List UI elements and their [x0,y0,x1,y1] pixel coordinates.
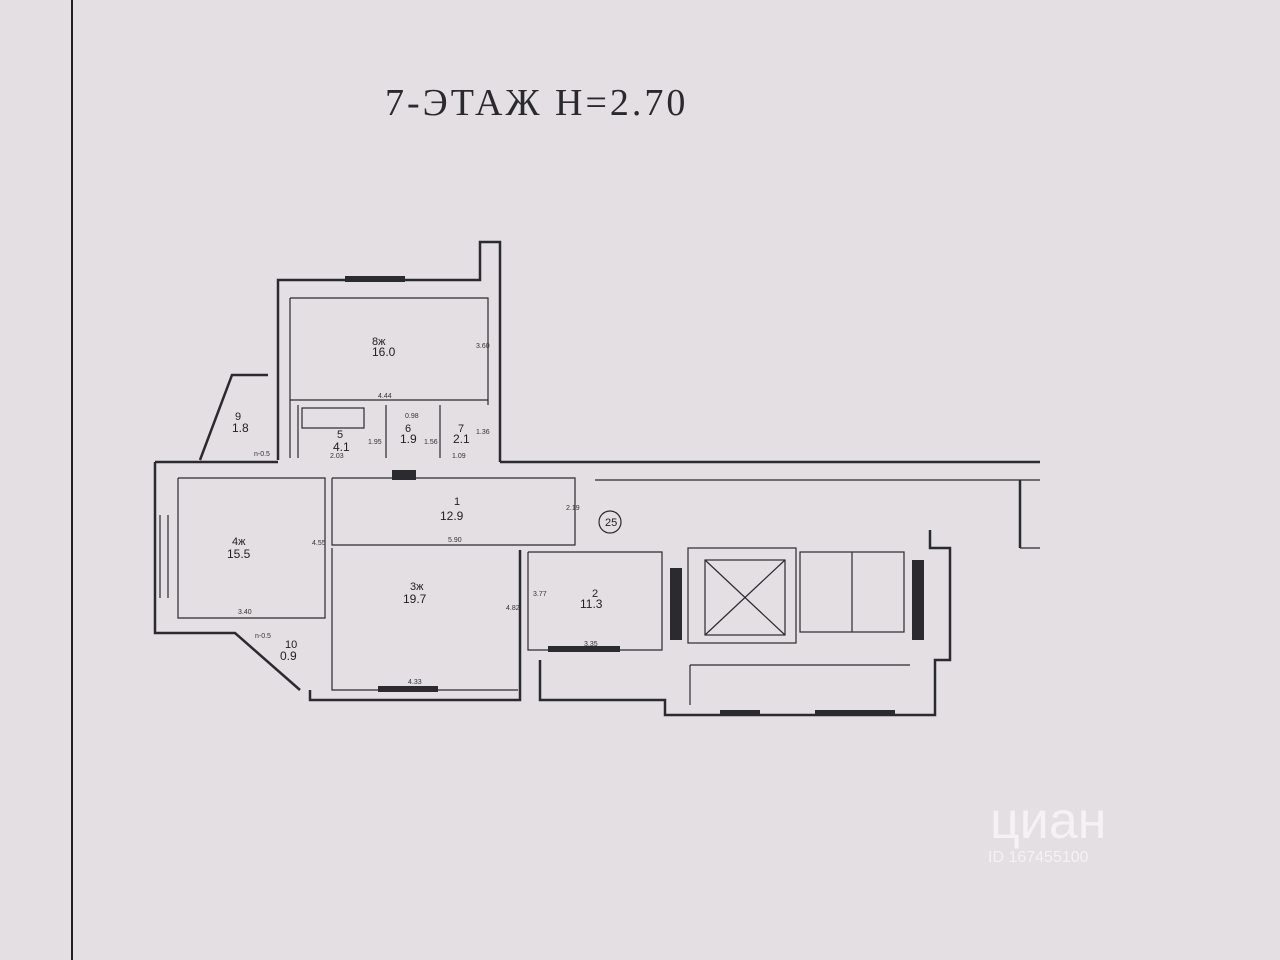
dim-label: 2.19 [566,505,580,512]
dim-label: 1.56 [424,439,438,446]
marker-circle [598,510,622,534]
marker-label: 25 [605,517,617,529]
room-3-label: 3ж [410,581,424,593]
dim-label: 4.44 [378,393,392,400]
dim-label: 2.03 [330,453,344,460]
room-9-area: 1.8 [232,421,249,435]
watermark-brand: циан [990,792,1106,850]
dim-label: 3.35 [584,641,598,648]
dim-label: 0.98 [405,413,419,420]
room-8-area: 16.0 [372,345,396,359]
room-10-area: 0.9 [280,649,297,663]
dim-label: n-0.5 [254,451,270,458]
room-3-area: 19.7 [403,592,427,606]
room-7-area: 2.1 [453,432,470,446]
room-5-area: 4.1 [333,440,350,454]
dimension-labels: 3.60 4.44 0.98 1.56 1.36 2.03 1.95 1.09 … [238,343,598,686]
dim-label: 1.36 [476,429,490,436]
room-8-label: 8ж [372,336,386,348]
room-4-area: 15.5 [227,547,251,561]
room-5-label: 5 [337,429,343,441]
dim-label: 4.55 [312,540,326,547]
dim-label: 1.09 [452,453,466,460]
dim-label: 3.40 [238,609,252,616]
room-2-label: 2 [592,588,598,600]
room-2-area: 11.3 [580,597,603,611]
room-labels: 8ж 16.0 9 1.8 5 4.1 6 1.9 7 2.1 1 12.9 4… [227,336,617,663]
room-7-label: 7 [458,423,464,435]
room-6-area: 1.9 [400,432,417,446]
dim-label: 3.60 [476,343,490,350]
watermark-id: ID 167455100 [988,849,1089,866]
room-6-label: 6 [405,423,411,435]
dim-label: n-0.5 [255,633,271,640]
dim-label: 4.33 [408,679,422,686]
room-1-label: 1 [454,496,460,508]
room-4-label: 4ж [232,536,246,548]
dim-label: 5.90 [448,537,462,544]
dim-label: 4.82 [506,605,520,612]
walls [153,240,1040,717]
room-10-label: 10 [285,639,297,651]
room-9-label: 9 [235,411,241,423]
room-1-area: 12.9 [440,509,464,523]
floor-title: 7-ЭТАЖ H=2.70 [385,82,688,124]
dim-label: 1.95 [368,439,382,446]
dim-label: 3.77 [533,591,547,598]
watermark: циан ID 167455100 [988,792,1106,866]
